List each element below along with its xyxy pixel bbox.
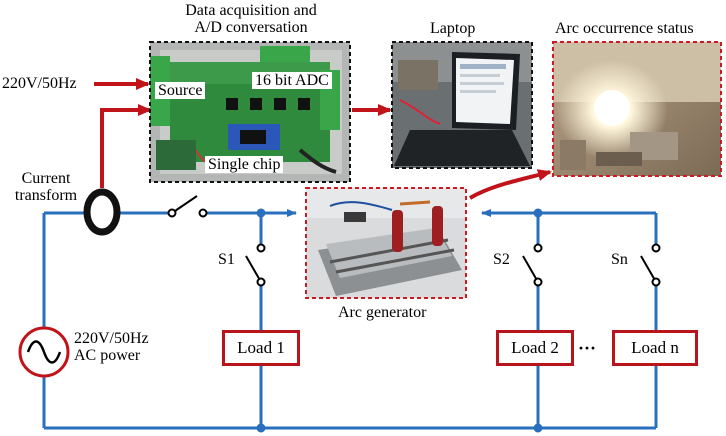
current-transform-line1: Current [21,170,71,187]
ac-power-line2: AC power [74,347,141,364]
load-n-box: Load n [612,330,698,366]
load-1-box: Load 1 [222,330,300,366]
daq-title-line2: A/D conversation [194,19,308,36]
signal-arrows [94,78,552,200]
s2-label: S2 [493,251,510,268]
switch-s2 [522,243,543,287]
load-2-box: Load 2 [496,330,574,366]
arc-status-photo [553,42,721,176]
arc-generator-photo [306,188,466,298]
current-transformer-icon [83,188,121,236]
ac-source-icon [18,326,70,378]
arc-status-dashed-frame [552,41,722,177]
source-label: Source [155,82,206,99]
daq-title-line1: Data acquisition and [185,2,317,19]
arc-generator-label: Arc generator [338,304,427,321]
s1-label: S1 [218,251,235,268]
laptop-dashed-frame [391,41,533,169]
circuit-wiring [42,209,658,430]
current-transform-label: Current transform [0,170,92,204]
laptop-photo [392,42,532,168]
arc-status-label: Arc occurrence status [555,20,694,37]
junction-dots [256,208,543,433]
supply-input-label: 220V/50Hz [2,75,77,92]
daq-board-photo [150,42,350,182]
main-switch [167,195,208,218]
single-chip-label: Single chip [205,156,284,173]
switch-s1 [245,243,266,287]
load-ellipsis: ··· [578,338,597,358]
daq-title: Data acquisition and A/D conversation [158,2,344,36]
daq-dashed-frame [149,41,351,183]
ac-power-label: 220V/50Hz AC power [74,330,149,364]
arc-generator-dashed-frame [305,187,467,299]
laptop-label: Laptop [430,20,476,37]
current-transform-line2: transform [14,187,78,204]
ac-power-line1: 220V/50Hz [74,330,149,347]
adc-label: 16 bit ADC [252,72,332,89]
switch-sn [640,243,661,287]
sn-label: Sn [611,251,628,268]
